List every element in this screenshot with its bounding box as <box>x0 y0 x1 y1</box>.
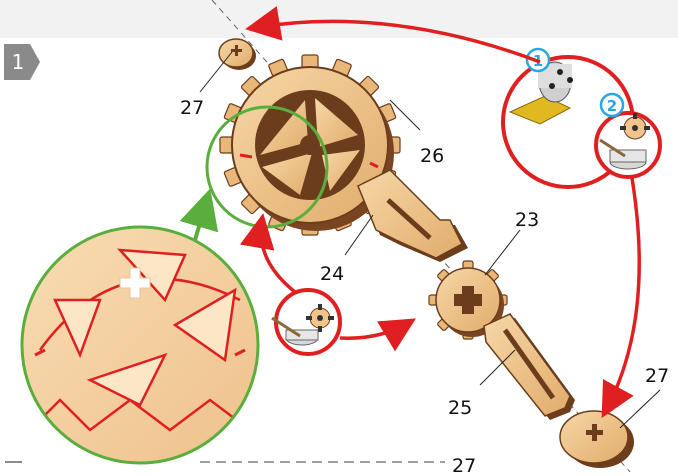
tape-roll-icon <box>508 61 573 125</box>
top-banner <box>0 0 678 38</box>
callout-27-bottom: 27 <box>645 365 669 387</box>
step-marker: 1 <box>4 44 40 80</box>
zoom-arrow <box>179 188 219 241</box>
arrow-to-large-gear <box>239 213 297 294</box>
svg-text:2: 2 <box>607 97 617 115</box>
part-24-key <box>357 169 468 262</box>
arrow-to-small-gear <box>339 318 417 352</box>
arrow-to-top-washer <box>245 6 541 64</box>
callout-23: 23 <box>515 209 539 231</box>
callout-27-top: 27 <box>180 97 204 119</box>
part-23-small-gear <box>428 260 508 340</box>
flow-arrows <box>239 6 641 419</box>
part-27-bottom-washer <box>559 410 634 468</box>
step-number: 1 <box>12 50 25 74</box>
arrow-to-bottom-washer <box>601 177 641 419</box>
gear-icon <box>306 304 334 332</box>
badge-2: 2 <box>599 92 625 118</box>
callout-25: 25 <box>448 397 472 419</box>
callout-24: 24 <box>320 263 344 285</box>
callout-26: 26 <box>420 145 444 167</box>
prep-step-circle: 1 2 <box>501 47 662 189</box>
callout-leaders <box>199 51 661 429</box>
callout-27-edge: 27 <box>452 455 476 472</box>
part-25-shaft <box>483 313 575 420</box>
part-27-top-washer <box>218 38 256 70</box>
glue-step-circle <box>271 288 342 356</box>
zoom-detail <box>20 225 260 465</box>
glue-pot-icon <box>599 113 650 170</box>
